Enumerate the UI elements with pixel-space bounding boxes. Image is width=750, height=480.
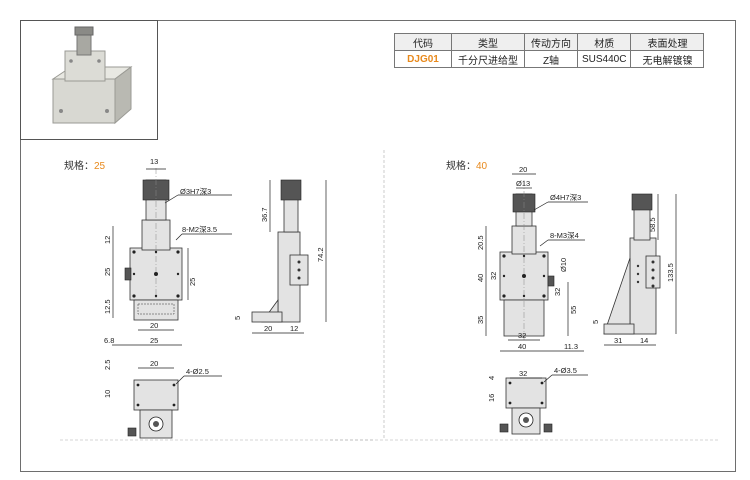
spec-table: 代码 类型 传动方向 材质 表面处理 DJG01 千分尺进给型 Z轴 SUS44…: [394, 33, 705, 68]
header-drive: 传动方向: [524, 33, 578, 51]
front-view-40: [499, 180, 555, 342]
dim-25-h25: 25: [103, 268, 112, 276]
dim-25-side-5: 5: [233, 316, 242, 320]
side-view-40: [603, 193, 661, 335]
spec-40-value: 40: [476, 161, 488, 172]
dim-40-bot-16: 16: [487, 394, 496, 402]
dim-40-h20-5: 20.5: [476, 235, 485, 250]
dim-25-w25: 25: [150, 336, 158, 345]
dims-front-40: 20 Ø13 Ø4H7深3 8-M3深4 20.5 40 35 32 Ø10 3…: [476, 165, 588, 352]
spec-table-header-row: 代码 类型 传动方向 材质 表面处理: [394, 33, 705, 51]
dim-40-bot-32: 32: [519, 369, 527, 378]
dims-bottom-25: 20 2.5 10 4-Ø2.5: [103, 359, 222, 398]
header-type: 类型: [451, 33, 525, 51]
dim-25-right-25: 25: [188, 278, 197, 286]
cell-type: 千分尺进给型: [451, 50, 525, 68]
dim-25-bot-2-5: 2.5: [103, 360, 112, 370]
cell-material: SUS440C: [576, 50, 632, 68]
spec-table-row: DJG01 千分尺进给型 Z轴 SUS440C 无电解镀镍: [394, 50, 705, 68]
dim-40-hole-note: Ø4H7深3: [550, 193, 581, 202]
spec-40-label-text: 规格：: [446, 161, 476, 172]
dim-40-side-14: 14: [640, 336, 648, 345]
dim-40-d10: Ø10: [559, 258, 568, 272]
bottom-view-40: [499, 377, 553, 435]
dim-25-bot-20: 20: [150, 359, 158, 368]
dim-40-h35: 35: [476, 316, 485, 324]
bottom-view-25: [127, 379, 179, 439]
spec-25-value: 25: [94, 161, 106, 172]
dim-25-side-12: 12: [290, 324, 298, 333]
spec-25-label-text: 规格：: [64, 161, 94, 172]
dim-40-h32: 32: [489, 272, 498, 280]
dim-40-bot-holes: 4-Ø3.5: [554, 366, 577, 375]
header-material: 材质: [576, 33, 632, 51]
spec-40-label: 规格：40: [446, 157, 487, 172]
dim-40-w11-3: 11.3: [564, 342, 578, 351]
dim-40-h40: 40: [476, 274, 485, 282]
dim-40-h32b: 32: [553, 288, 562, 296]
dim-25-hole-note: Ø3H7深3: [180, 187, 211, 196]
dim-40-top-13: Ø13: [516, 179, 530, 188]
dims-front-25: 13 Ø3H7深3 8-M2深3.5 12 25 12.5 25 20 25 6…: [103, 157, 232, 346]
dim-25-bot-10: 10: [103, 390, 112, 398]
dim-40-w40: 40: [518, 342, 526, 351]
dim-25-side-74-2: 74.2: [316, 247, 325, 262]
cell-surface: 无电解镀镍: [630, 50, 705, 68]
dim-40-h55: 55: [569, 306, 578, 314]
dim-25-side-36-7: 36.7: [260, 207, 269, 222]
dim-40-side-5: 5: [591, 320, 600, 324]
product-photo-box: [20, 20, 158, 140]
dim-25-bot-holes: 4-Ø2.5: [186, 367, 209, 376]
dim-40-w32: 32: [518, 331, 526, 340]
dim-25-w20: 20: [150, 321, 158, 330]
dims-side-25: 36.7 74.2 5 20 12: [233, 180, 327, 334]
dim-25-top-width: 13: [150, 157, 158, 166]
dims-side-40: 58.5 133.5 5 31 14: [591, 194, 677, 346]
dim-40-top-20: 20: [519, 165, 527, 174]
dim-25-screw-note: 8-M2深3.5: [182, 225, 217, 234]
dim-25-h12-5: 12.5: [103, 299, 112, 314]
dim-25-w6-8: 6.8: [104, 336, 114, 345]
header-surface: 表面处理: [630, 33, 705, 51]
dim-25-h12: 12: [103, 236, 112, 244]
dim-40-side-133-5: 133.5: [666, 263, 675, 282]
page-frame: [20, 20, 736, 472]
dim-25-side-20: 20: [264, 324, 272, 333]
dim-40-side-31: 31: [614, 336, 622, 345]
front-view-25: [124, 168, 183, 321]
product-photo: [51, 26, 133, 125]
dim-40-bot-4: 4: [487, 376, 496, 380]
dim-40-screw-note: 8-M3深4: [550, 231, 579, 240]
dim-40-side-58-5: 58.5: [648, 217, 657, 232]
side-view-25: [251, 179, 309, 323]
dims-bottom-40: 32 4 16 4-Ø3.5: [487, 366, 588, 402]
spec-25-label: 规格：25: [64, 157, 105, 172]
